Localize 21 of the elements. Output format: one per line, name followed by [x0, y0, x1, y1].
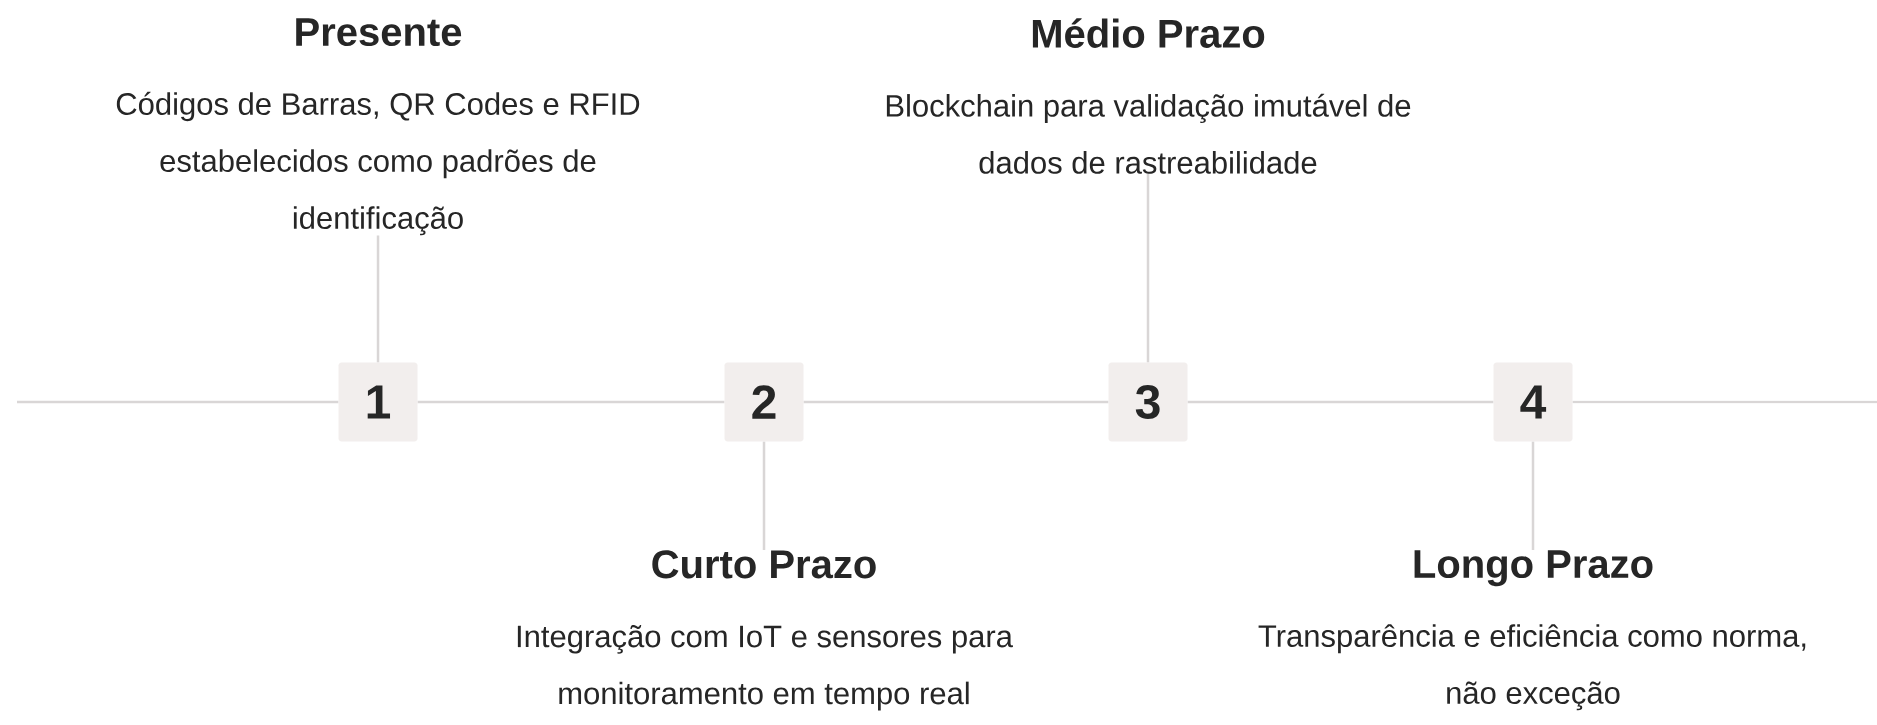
description: Códigos de Barras, QR Codes e RFID estabelecidos como padrões de identificação — [116, 91, 640, 236]
heading: Longo Prazo — [1414, 550, 1653, 587]
connector-line — [1531, 441, 1535, 550]
description: Blockchain para validação imutável de dados de rastreabilidade — [886, 93, 1411, 174]
heading: Presente — [296, 18, 462, 47]
connector-line — [1572, 400, 1877, 404]
connector-line — [803, 400, 1109, 404]
heading: Curto Prazo — [652, 550, 876, 579]
description: Transparência e eficiência como norma, não exceção — [1258, 624, 1806, 711]
connector-line — [17, 400, 339, 404]
connector-line — [1146, 174, 1150, 363]
number-badge: 3 — [1108, 362, 1188, 442]
number-badge: 4 — [1493, 362, 1573, 442]
connector-line — [376, 235, 380, 363]
number-badge: 1 — [338, 362, 418, 442]
description: Integração com IoT e sensores para monitoramento em tempo real — [517, 624, 1013, 711]
heading: Médio Prazo — [1032, 18, 1265, 48]
connector-line — [1187, 400, 1494, 404]
number-badge: 2 — [724, 362, 804, 442]
connector-line — [762, 441, 766, 550]
connector-line — [417, 400, 725, 404]
